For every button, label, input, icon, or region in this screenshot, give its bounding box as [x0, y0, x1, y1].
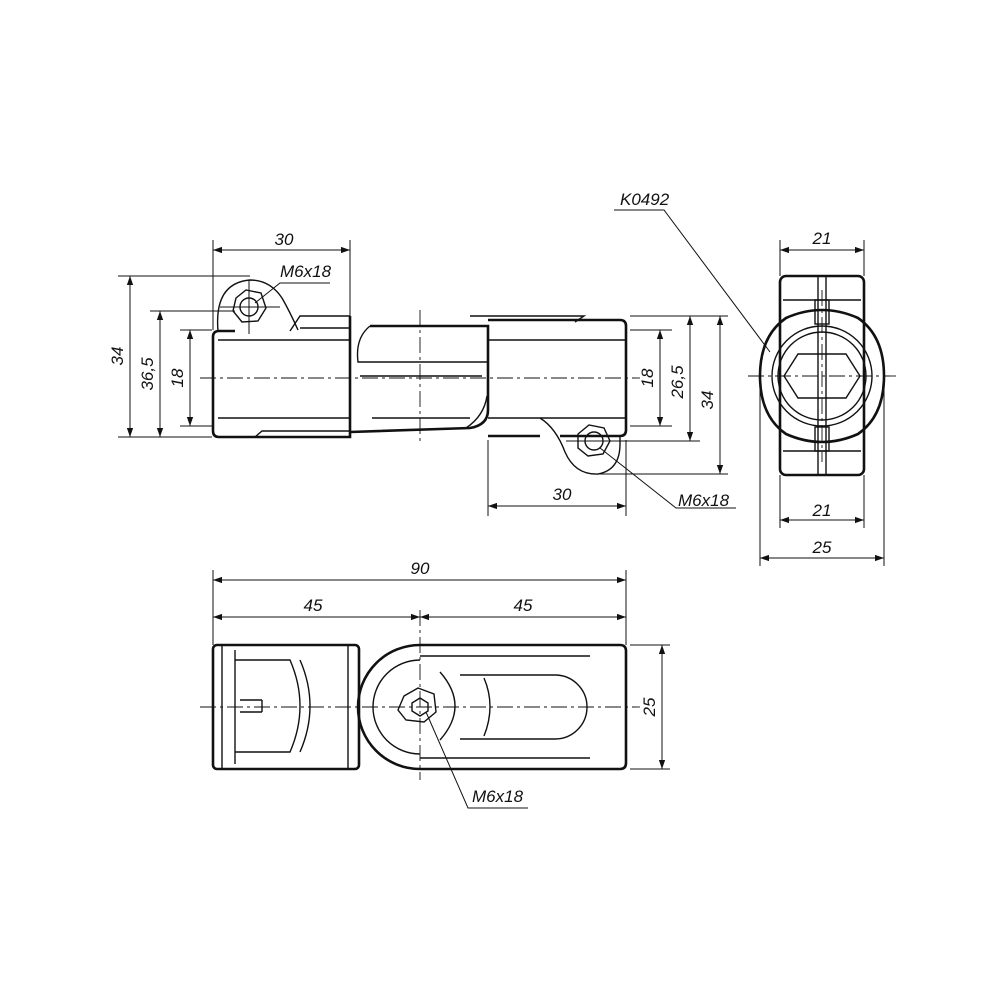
- dim-left-half-label: 45: [304, 596, 323, 615]
- right-screw-hex: [566, 424, 632, 457]
- swivel-link: [349, 324, 490, 434]
- top-view-screw-hex: [397, 687, 437, 723]
- dim-end-bottom-outer-label: 25: [812, 538, 832, 557]
- dim-end-top-label: 21: [812, 229, 832, 248]
- dim-outer-right-label: 34: [698, 391, 717, 410]
- screw-right-leader: [599, 447, 736, 509]
- top-screw-label: M6x18: [472, 787, 524, 806]
- screw-left-label: M6x18: [280, 262, 332, 281]
- dim-inner-right-label: 18: [638, 368, 657, 387]
- dim-right-width-label: 30: [553, 485, 572, 504]
- dim-mid-left-label: 36,5: [138, 357, 157, 391]
- dim-right-half-label: 45: [514, 596, 533, 615]
- end-view: K0492 21 21 25: [614, 190, 896, 566]
- dim-end-bottom-inner-label: 21: [812, 501, 832, 520]
- screw-right-label: M6x18: [678, 491, 730, 510]
- screw-left-leader: [254, 282, 330, 304]
- top-screw-leader: [425, 711, 528, 809]
- left-screw-hex: [220, 280, 280, 334]
- top-view: 90 45 45 25 M6x18: [200, 559, 670, 809]
- part-code-label: K0492: [620, 190, 670, 209]
- side-view: 30 30 M6x18 M6x18 34 36,5 18 18 26,5 34: [108, 230, 736, 516]
- dim-inner-left-label: 18: [168, 368, 187, 387]
- dim-outer-left-label: 34: [108, 347, 127, 366]
- left-clamp-body: [211, 279, 352, 439]
- dim-total-label: 90: [411, 559, 430, 578]
- dim-mid-right-label: 26,5: [668, 365, 687, 400]
- dim-left-width-label: 30: [275, 230, 294, 249]
- part-code-leader: [614, 209, 771, 353]
- dim-top-height-label: 25: [640, 697, 659, 717]
